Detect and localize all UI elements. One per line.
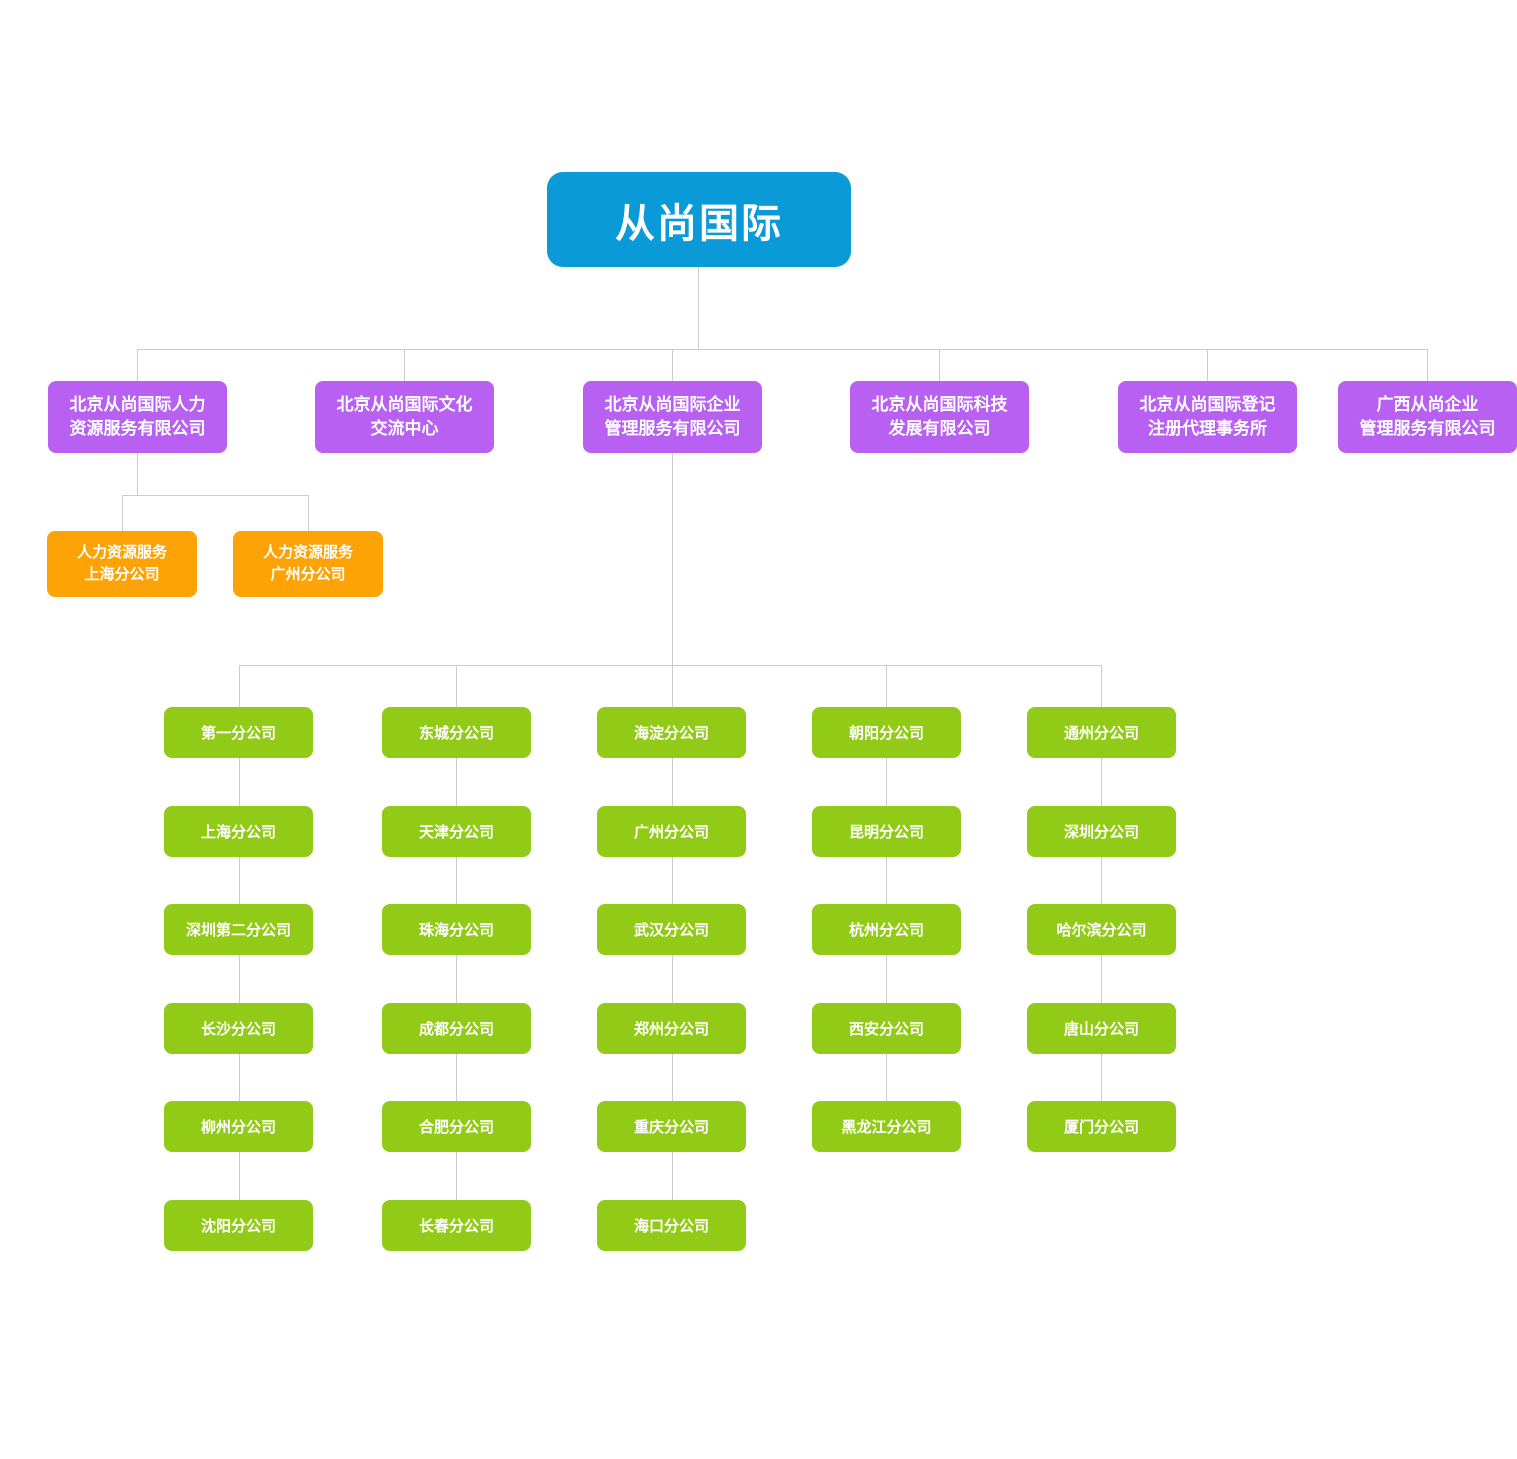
connector-line: [122, 495, 123, 531]
org-node-branch: 西安分公司: [812, 1003, 961, 1054]
org-node-branch: 天津分公司: [382, 806, 531, 857]
org-node-branch: 长沙分公司: [164, 1003, 313, 1054]
connector-line: [122, 495, 308, 496]
org-node-branch: 深圳分公司: [1027, 806, 1176, 857]
org-node-branch: 朝阳分公司: [812, 707, 961, 758]
org-node-branch: 唐山分公司: [1027, 1003, 1176, 1054]
connector-line: [137, 349, 138, 381]
org-node-branch: 厦门分公司: [1027, 1101, 1176, 1152]
org-node-hr-branch: 人力资源服务 广州分公司: [233, 531, 383, 597]
org-node-branch: 深圳第二分公司: [164, 904, 313, 955]
org-node-branch: 成都分公司: [382, 1003, 531, 1054]
connector-line: [308, 495, 309, 531]
org-node-branch: 合肥分公司: [382, 1101, 531, 1152]
connector-line: [1207, 349, 1208, 381]
connector-line: [886, 665, 887, 1126]
org-node-branch: 昆明分公司: [812, 806, 961, 857]
connector-line: [1427, 349, 1428, 381]
org-node-subsidiary: 北京从尚国际文化 交流中心: [315, 381, 494, 453]
org-node-branch: 柳州分公司: [164, 1101, 313, 1152]
connector-line: [672, 349, 673, 1225]
connector-line: [404, 349, 405, 381]
org-node-branch: 通州分公司: [1027, 707, 1176, 758]
connector-line: [939, 349, 940, 381]
org-node-branch: 珠海分公司: [382, 904, 531, 955]
org-node-branch: 郑州分公司: [597, 1003, 746, 1054]
org-node-branch: 上海分公司: [164, 806, 313, 857]
org-node-branch: 杭州分公司: [812, 904, 961, 955]
connector-line: [239, 665, 1102, 666]
org-node-branch: 东城分公司: [382, 707, 531, 758]
org-node-branch: 海淀分公司: [597, 707, 746, 758]
org-node-branch: 重庆分公司: [597, 1101, 746, 1152]
connector-line: [137, 349, 1428, 350]
connector-line: [698, 267, 699, 349]
org-node-branch: 沈阳分公司: [164, 1200, 313, 1251]
org-node-subsidiary: 北京从尚国际科技 发展有限公司: [850, 381, 1029, 453]
org-node-subsidiary: 北京从尚国际人力 资源服务有限公司: [48, 381, 227, 453]
org-node-branch: 哈尔滨分公司: [1027, 904, 1176, 955]
connector-line: [1101, 665, 1102, 1126]
org-node-subsidiary: 北京从尚国际登记 注册代理事务所: [1118, 381, 1297, 453]
org-node-branch: 第一分公司: [164, 707, 313, 758]
org-node-subsidiary: 北京从尚国际企业 管理服务有限公司: [583, 381, 762, 453]
org-node-subsidiary: 广西从尚企业 管理服务有限公司: [1338, 381, 1517, 453]
org-node-branch: 武汉分公司: [597, 904, 746, 955]
org-node-root: 从尚国际: [547, 172, 851, 267]
org-node-branch: 广州分公司: [597, 806, 746, 857]
org-node-hr-branch: 人力资源服务 上海分公司: [47, 531, 197, 597]
connector-line: [137, 453, 138, 495]
org-node-branch: 海口分公司: [597, 1200, 746, 1251]
org-node-branch: 黑龙江分公司: [812, 1101, 961, 1152]
org-node-branch: 长春分公司: [382, 1200, 531, 1251]
